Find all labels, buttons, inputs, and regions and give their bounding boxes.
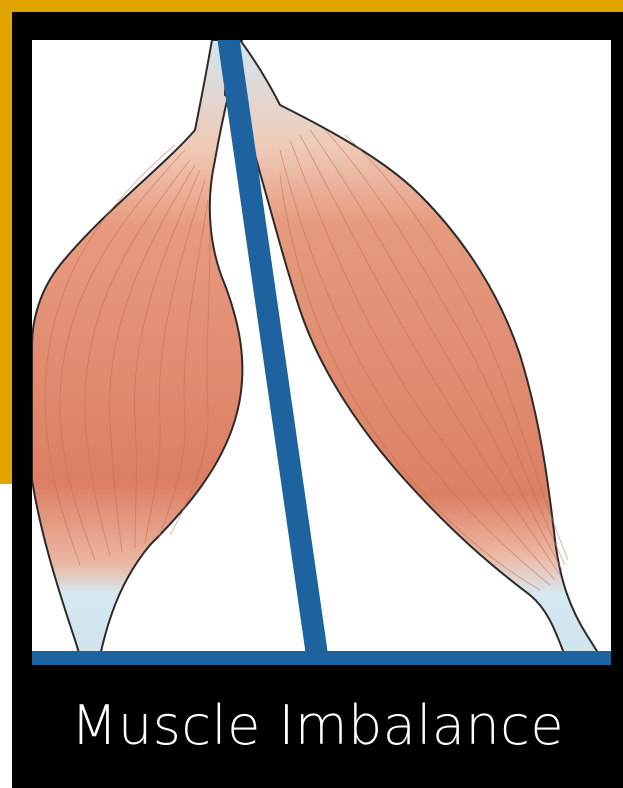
base-bone-icon (32, 651, 611, 665)
caption: Muscle Imbalance (12, 680, 623, 770)
